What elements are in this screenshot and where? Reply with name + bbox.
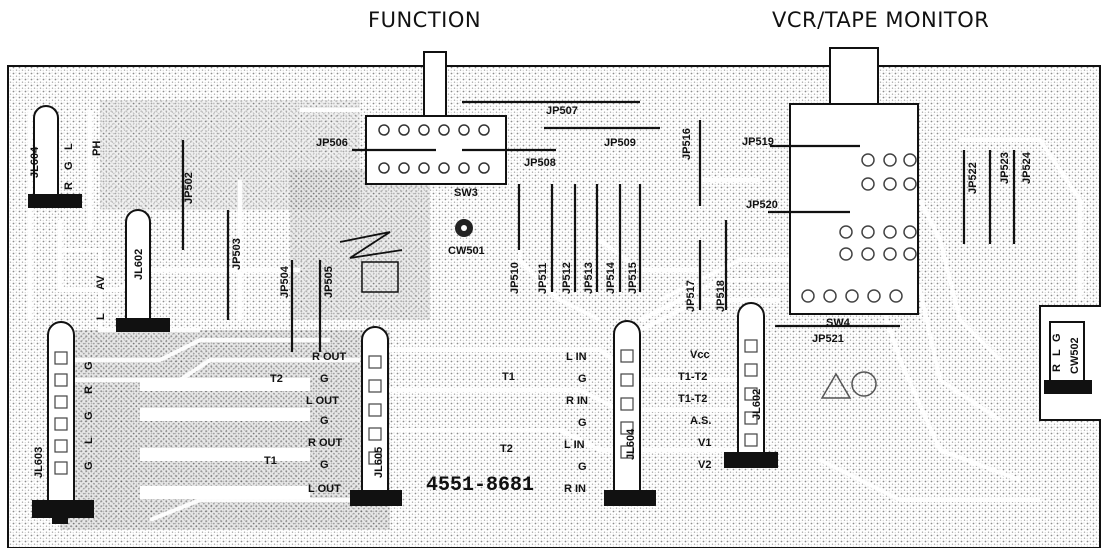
label-jl603: JL603 [33, 447, 45, 478]
jack-mid-6: R IN [564, 483, 586, 495]
label-jp514: JP514 [605, 261, 617, 294]
jack-left-6: L OUT [308, 483, 341, 495]
label-jp515: JP515 [627, 262, 639, 294]
function-switch-title: FUNCTION [368, 8, 482, 32]
label-sw4: SW4 [826, 317, 851, 329]
component-outline [361, 261, 399, 293]
triangle-mark [820, 372, 852, 399]
label-t1-mid: T1 [502, 371, 515, 383]
label-jp502: JP502 [183, 172, 195, 204]
jack-mid-1: G [578, 373, 587, 385]
jack-mid-4: L IN [564, 439, 585, 451]
connector-cw502 [1044, 321, 1092, 394]
bus-traces [140, 378, 310, 499]
label-jp507: JP507 [546, 105, 578, 117]
label-jp513: JP513 [583, 262, 595, 294]
label-jl602-left: JL602 [133, 249, 145, 280]
label-g-low: G [83, 411, 95, 420]
function-knob-shaft [423, 51, 447, 119]
horizontal-jumpers [352, 100, 900, 328]
vertical-jumpers [181, 120, 1016, 352]
label-t2-left: T2 [270, 373, 283, 385]
vcr-knob-shaft [829, 47, 879, 109]
component-z-mark [339, 231, 403, 259]
label-jp522: JP522 [967, 162, 979, 194]
label-jp511: JP511 [537, 263, 549, 294]
jack-left-5: G [320, 459, 329, 471]
jack-mid-3: G [578, 417, 587, 429]
label-r-cw502: R [1051, 364, 1063, 372]
label-l-cw502: L [1051, 349, 1063, 356]
label-jp518: JP518 [715, 280, 727, 312]
label-jp504: JP504 [279, 265, 291, 298]
label-jp517: JP517 [685, 280, 697, 312]
jack-left-0: R OUT [312, 351, 347, 363]
connector-jl604-top-left [28, 105, 82, 208]
label-ph: PH [91, 141, 103, 156]
label-cw502: CW502 [1069, 337, 1081, 374]
connector-pads [54, 339, 758, 475]
label-jp516: JP516 [681, 128, 693, 160]
jack-right-4: V1 [698, 437, 711, 449]
label-jp505: JP505 [323, 266, 335, 298]
label-jp512: JP512 [561, 262, 573, 294]
circle-mark [851, 371, 877, 397]
vcr-tape-monitor-title: VCR/TAPE MONITOR [772, 8, 990, 32]
label-jp521: JP521 [812, 333, 844, 345]
label-r-top: R [63, 182, 75, 190]
label-jp508: JP508 [524, 157, 556, 169]
jack-right-2: T1-T2 [678, 393, 707, 405]
label-jp506: JP506 [316, 137, 348, 149]
label-jl604-top: JL604 [29, 146, 41, 178]
jack-left-1: G [320, 373, 329, 385]
label-jp503: JP503 [231, 238, 243, 270]
label-jl605: JL605 [373, 447, 385, 478]
upper-left-dark-area [100, 100, 360, 210]
jack-left-4: R OUT [308, 437, 343, 449]
label-r-mid: R [83, 386, 95, 394]
label-t2-mid: T2 [500, 443, 513, 455]
sw4-switch-body [789, 103, 919, 315]
label-jp510: JP510 [509, 262, 521, 294]
jack-right-5: V2 [698, 459, 711, 471]
jack-right-3: A.S. [690, 415, 711, 427]
label-l-mid: L [95, 313, 107, 320]
jack-right-1: T1-T2 [678, 371, 707, 383]
label-sw3: SW3 [454, 187, 478, 199]
label-jp523: JP523 [999, 152, 1011, 184]
label-g-top: G [63, 161, 75, 170]
jack-left-2: L OUT [306, 395, 339, 407]
label-l-low: L [83, 437, 95, 444]
connector-jl602-left [116, 209, 170, 332]
sw3-pads [378, 124, 490, 174]
label-t1-left: T1 [264, 455, 277, 467]
jack-left-3: G [320, 415, 329, 427]
label-g-cw502: G [1051, 333, 1063, 342]
board-part-number: 4551-8681 [426, 474, 534, 497]
label-av: AV [95, 275, 107, 290]
label-l-top: L [63, 143, 75, 150]
label-jp519: JP519 [742, 136, 774, 148]
label-jl602-right: JL602 [751, 389, 763, 420]
label-g-mid: G [83, 361, 95, 370]
jack-mid-2: R IN [566, 395, 588, 407]
label-jl604-bottom: JL604 [625, 428, 637, 460]
label-g-low2: G [83, 461, 95, 470]
label-jp520: JP520 [746, 199, 778, 211]
jack-mid-5: G [578, 461, 587, 473]
label-cw501: CW501 [448, 245, 485, 257]
jack-right-0: Vcc [690, 349, 710, 361]
jack-mid-0: L IN [566, 351, 587, 363]
sw4-pads [801, 153, 917, 303]
label-jp509: JP509 [604, 137, 636, 149]
label-jp524: JP524 [1021, 151, 1033, 184]
